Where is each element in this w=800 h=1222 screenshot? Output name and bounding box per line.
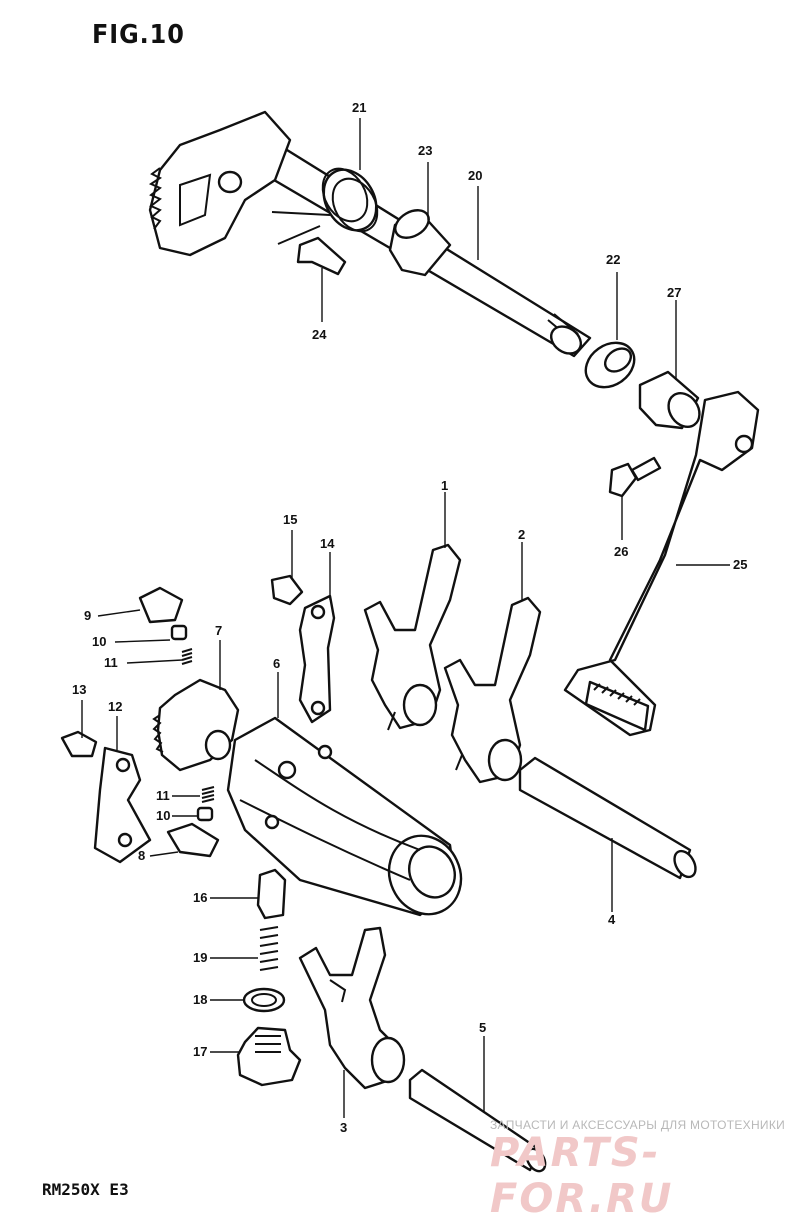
fork-shaft-long	[518, 756, 692, 880]
shift-fork-1	[363, 543, 462, 731]
o-ring-inner	[251, 993, 277, 1007]
shift-lever-pinch-bolt	[734, 434, 754, 454]
callout-2: 2	[518, 527, 525, 542]
callout-18: 18	[193, 992, 207, 1007]
fork-shaft-short-end	[525, 1147, 547, 1173]
o-ring	[242, 987, 286, 1013]
callout-10-lower: 10	[156, 808, 170, 823]
callout-21: 21	[352, 100, 366, 115]
callout-labels: 21 23 20 22 27 24 26 25 1 2 15 14 7 6 9 …	[72, 100, 747, 1135]
callout-13: 13	[72, 682, 86, 697]
neutral-switch-plug	[236, 1026, 302, 1087]
cam-stopper-plate	[298, 594, 336, 724]
shift-arm-teeth	[148, 167, 162, 230]
stopper-pin-lower	[196, 806, 214, 822]
callout-12: 12	[108, 699, 122, 714]
cam-driven-gear	[152, 678, 240, 772]
watermark-tagline: ЗАПЧАСТИ И АКСЕССУАРЫ ДЛЯ МОТОТЕХНИКИ	[490, 1118, 786, 1132]
callout-25: 25	[733, 557, 747, 572]
callout-10-upper: 10	[92, 634, 106, 649]
callout-8: 8	[138, 848, 145, 863]
shift-fork-2	[443, 596, 542, 784]
stopper-bolt	[296, 236, 347, 276]
rubber-grip-ridges	[593, 683, 641, 706]
guide-plate-hole-top	[115, 757, 131, 773]
shift-arm-window	[179, 173, 212, 227]
lever-bolt-head	[608, 462, 638, 498]
callout-4: 4	[608, 912, 616, 927]
callout-5: 5	[479, 1020, 486, 1035]
plate-hole-top	[310, 604, 326, 620]
model-code: RM250X E3	[42, 1180, 129, 1199]
callout-7: 7	[215, 623, 222, 638]
callout-6: 6	[273, 656, 280, 671]
figure-title: FIG.10	[92, 20, 185, 50]
leader-lines	[81, 118, 730, 1118]
callout-9: 9	[84, 608, 91, 623]
callout-24: 24	[312, 327, 327, 342]
cam-stopper-block	[138, 586, 184, 624]
neutral-switch-contact	[256, 868, 287, 920]
stopper-pin-upper	[170, 624, 188, 641]
plate-screw	[270, 574, 304, 606]
callout-11-lower: 11	[156, 788, 170, 803]
return-spring	[271, 167, 379, 245]
callout-19: 19	[193, 950, 207, 965]
gearshift-cam	[226, 716, 463, 917]
callout-20: 20	[468, 168, 482, 183]
cam-guide-plate	[93, 746, 152, 864]
guide-plate-screw	[60, 730, 98, 758]
callout-15: 15	[283, 512, 297, 527]
stopper-spring-upper	[181, 648, 193, 665]
plug-threads	[255, 1035, 281, 1053]
callout-22: 22	[606, 252, 620, 267]
contact-spring	[259, 926, 279, 971]
callout-16: 16	[193, 890, 207, 905]
shift-lever-body	[563, 390, 760, 737]
callout-1: 1	[441, 478, 448, 493]
guide-plate-hole-bottom	[117, 832, 133, 848]
gear-shift-shaft-assembly	[148, 110, 701, 430]
callout-14: 14	[320, 536, 335, 551]
spacer-face	[667, 392, 701, 428]
shaft-end	[549, 325, 583, 355]
callout-3: 3	[340, 1120, 347, 1135]
callout-27: 27	[667, 285, 681, 300]
shift-fork-3	[298, 926, 406, 1090]
fork-shaft-long-end	[673, 849, 697, 879]
watermark-brand: PARTS-FOR.RU	[490, 1130, 674, 1222]
plate-hole-bottom	[310, 700, 326, 716]
oil-seal-bore	[603, 347, 633, 373]
callout-17: 17	[193, 1044, 207, 1059]
gear-shift-lever	[563, 390, 760, 737]
cam-stopper	[166, 822, 220, 858]
callout-23: 23	[418, 143, 432, 158]
shift-arm-pin	[217, 170, 243, 194]
callout-11-upper: 11	[104, 655, 118, 670]
callout-26: 26	[614, 544, 628, 559]
stopper-spring-lower	[201, 786, 215, 803]
lever-bolt-thread	[630, 456, 662, 482]
